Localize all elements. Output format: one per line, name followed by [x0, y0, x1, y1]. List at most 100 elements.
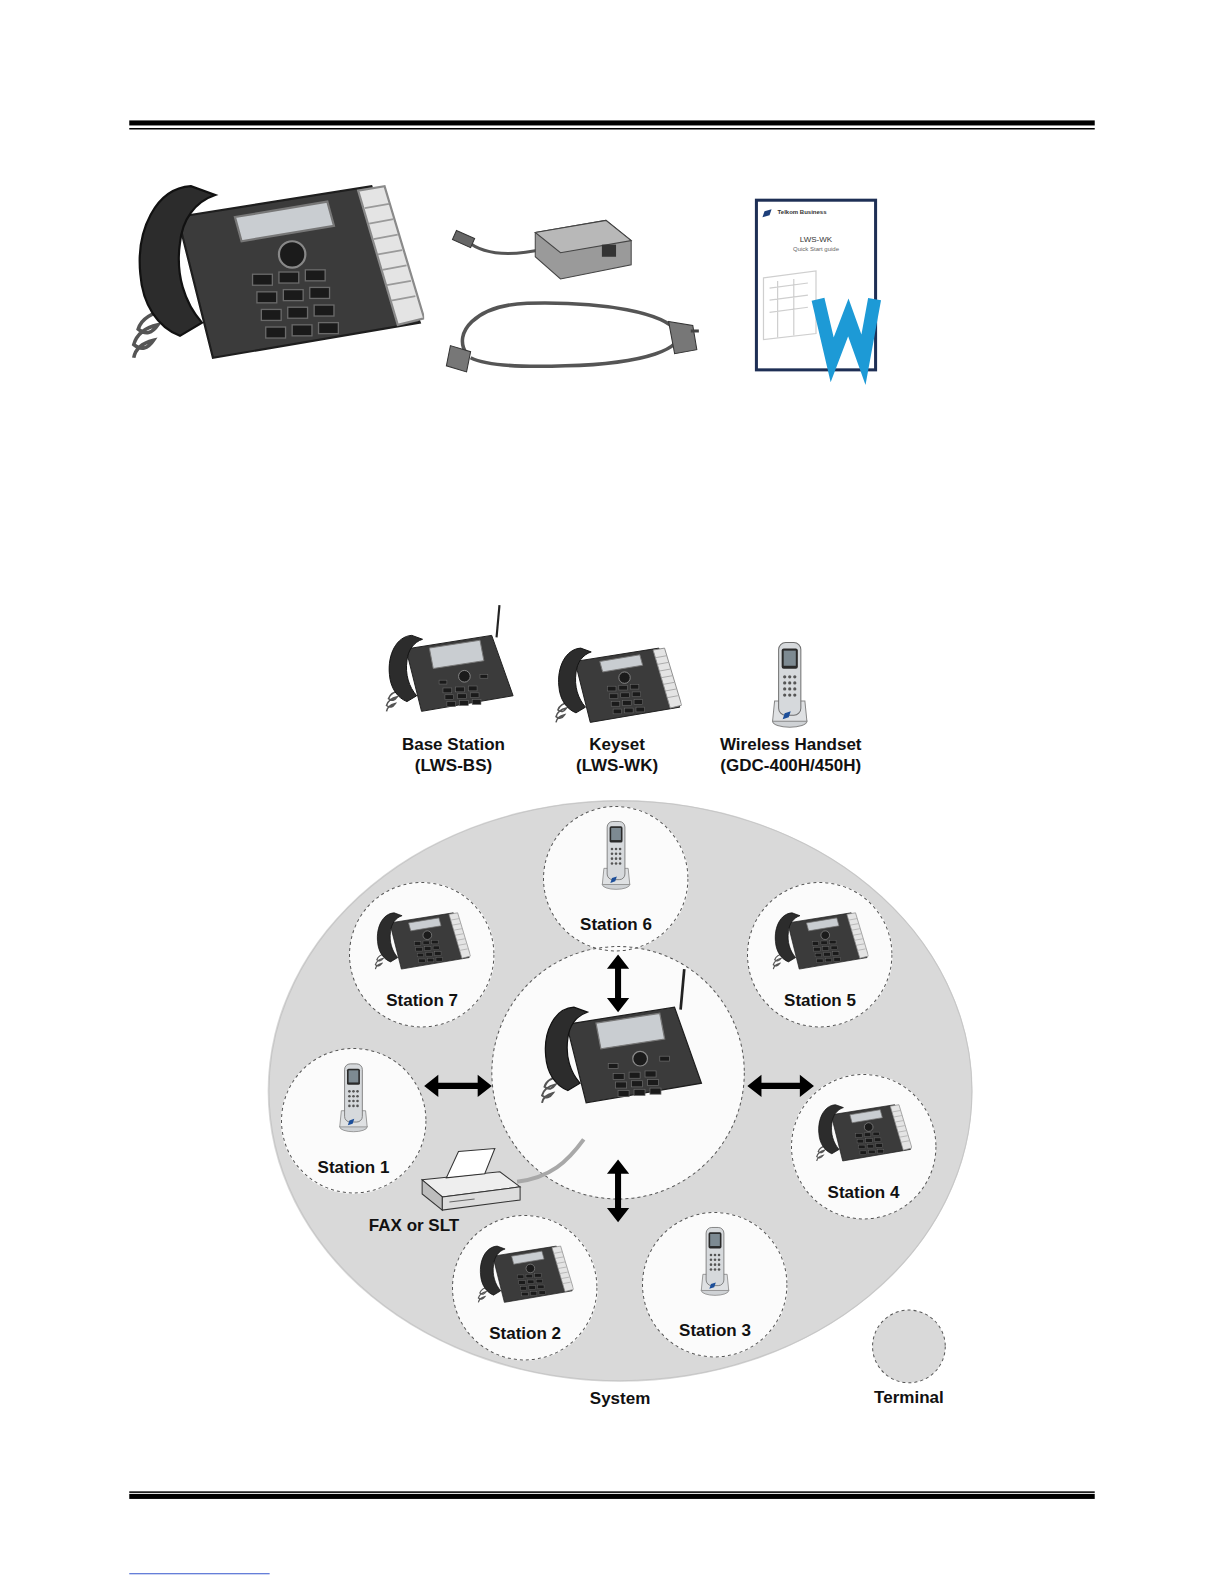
- power-adapter: [452, 230, 474, 247]
- fax-illustration: [422, 1148, 520, 1210]
- terminal-outline: [281, 1049, 425, 1193]
- station-circle: Station 6: [543, 806, 688, 951]
- quick-start-guide: [763, 271, 816, 340]
- station-circle: Station 1: [281, 1048, 426, 1193]
- booklet-subtitle: Quick Start guide: [766, 246, 867, 254]
- keyset-illustration: [134, 186, 424, 358]
- node-label-holder: Station 5: [747, 990, 892, 1011]
- double-arrow: [424, 1075, 492, 1097]
- system-ellipse: SystemStation 6Station 7Station 5Station…: [268, 800, 973, 1382]
- power-adapter: [691, 329, 699, 332]
- power-adapter: [446, 346, 470, 372]
- device-label: Wireless Handset (GDC-400H/450H): [708, 734, 874, 777]
- double-arrow: [424, 955, 814, 1223]
- keyset-illustration: [556, 648, 682, 722]
- page-rule: [129, 128, 1094, 130]
- power-adapter: [669, 321, 697, 353]
- base-station-illustration: [387, 605, 514, 711]
- station-label: Station 6: [580, 914, 652, 935]
- label-holder: Base Station (LWS-BS): [394, 734, 513, 777]
- station-ground: [281, 806, 936, 1360]
- station-label: Station 5: [784, 990, 856, 1011]
- station-circle: Station 2: [452, 1215, 597, 1360]
- handset-illustration: [701, 1227, 728, 1295]
- fax-label: FAX or SLT: [348, 1215, 479, 1236]
- handset-illustration: [340, 1064, 367, 1132]
- quick-start-guide: [763, 271, 816, 340]
- quick-start-guide: [770, 279, 808, 338]
- node-label-holder: Station 6: [543, 914, 688, 935]
- page-rule: [129, 120, 1094, 1573]
- station-label: Station 3: [679, 1320, 751, 1341]
- keyset-illustration: [375, 913, 470, 969]
- terminal-outline: [453, 1215, 597, 1359]
- label-holder: Quick Start guide: [766, 246, 867, 254]
- page-rule: [129, 1573, 269, 1574]
- double-arrow: [607, 1160, 629, 1223]
- label-holder: FAX or SLT: [348, 1215, 479, 1236]
- double-arrow: [747, 1075, 814, 1097]
- fax-illustration: [442, 1187, 520, 1210]
- node-label-holder: Station 1: [281, 1157, 426, 1178]
- power-adapter: [446, 220, 698, 371]
- system-ground: [268, 800, 973, 1382]
- booklet-logo-text: Telkom Business: [778, 209, 859, 217]
- terminal-outline: [350, 882, 494, 1026]
- quick-start-guide: [756, 200, 875, 370]
- power-adapter: [535, 220, 631, 279]
- fax-cable: [517, 1139, 584, 1181]
- device-label: Keyset (LWS-WK): [568, 734, 667, 777]
- label-holder: Telkom Business: [778, 209, 859, 217]
- terminal-outline: [544, 806, 688, 950]
- station-label: Station 7: [386, 990, 458, 1011]
- node-label-holder: Station 3: [642, 1320, 787, 1341]
- station-label: Station 4: [828, 1182, 900, 1203]
- node-label-holder: Station 2: [452, 1323, 597, 1344]
- system-outline: [269, 801, 972, 1381]
- quick-start-guide: [818, 299, 875, 360]
- station-label: Station 2: [489, 1323, 561, 1344]
- station-ground: [791, 1074, 936, 1219]
- power-adapter: [602, 245, 616, 257]
- power-adapter: [467, 241, 546, 254]
- booklet-title: LWS-WK: [766, 235, 867, 245]
- label-holder: LWS-WK: [766, 235, 867, 245]
- power-adapter: [535, 220, 631, 252]
- fax-illustration: [449, 1199, 474, 1202]
- label-holder: Wireless Handset (GDC-400H/450H): [708, 734, 874, 777]
- station-ground: [543, 806, 688, 951]
- power-adapter: [462, 303, 678, 366]
- page-rule: [129, 1491, 1094, 1493]
- device-label: Base Station (LWS-BS): [394, 734, 513, 777]
- quick-start-guide: [762, 209, 771, 217]
- keyset-illustration: [773, 913, 868, 969]
- node-label-holder: Station 7: [349, 990, 494, 1011]
- terminal-outline: [643, 1212, 787, 1356]
- station-ground: [642, 1212, 787, 1357]
- quick-start-guide: [756, 200, 875, 370]
- fax-illustration: [422, 1180, 442, 1210]
- double-arrow: [607, 955, 629, 1013]
- station-label: Station 1: [318, 1157, 390, 1178]
- handset-illustration: [773, 643, 807, 728]
- system-label: System: [590, 1388, 650, 1409]
- handset-illustration: [602, 821, 629, 889]
- fax-illustration: [446, 1148, 494, 1177]
- station-circle: Station 3: [642, 1212, 787, 1357]
- keyset-illustration: [817, 1105, 912, 1161]
- node-label-holder: Station 4: [791, 1182, 936, 1203]
- station-circle: Station 5: [747, 882, 892, 1027]
- station-ground: [281, 1049, 426, 1194]
- keyset-illustration: [478, 1246, 573, 1302]
- terminal-outline: [791, 1074, 935, 1218]
- base-station-illustration: [542, 969, 701, 1103]
- station-ground: [452, 1215, 597, 1360]
- station-ground: [747, 882, 892, 1027]
- terminal-outline: [748, 882, 892, 1026]
- label-holder: Keyset (LWS-WK): [568, 734, 667, 777]
- station-circle: Station 7: [349, 882, 494, 1027]
- legend-label: Terminal: [853, 1387, 964, 1408]
- page-rule: [129, 1494, 1094, 1499]
